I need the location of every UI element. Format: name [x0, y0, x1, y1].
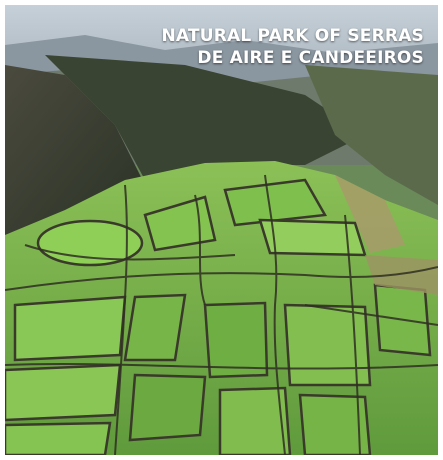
shadowed-slope-center — [45, 55, 365, 180]
aerial-landscape-photo: NATURAL PARK OF SERRAS DE AIRE E CANDEEI… — [5, 5, 438, 455]
stone-walls — [5, 174, 438, 455]
landscape-illustration — [5, 5, 438, 455]
image-title: NATURAL PARK OF SERRAS DE AIRE E CANDEEI… — [134, 25, 424, 69]
title-line-1: NATURAL PARK OF SERRAS — [161, 26, 424, 46]
title-line-2: DE AIRE E CANDEEIROS — [197, 48, 424, 68]
dry-terrace — [335, 175, 405, 253]
dry-terrace-2 — [365, 255, 438, 295]
field-enclosures — [5, 178, 432, 455]
sunlit-ridge-right — [305, 65, 438, 205]
